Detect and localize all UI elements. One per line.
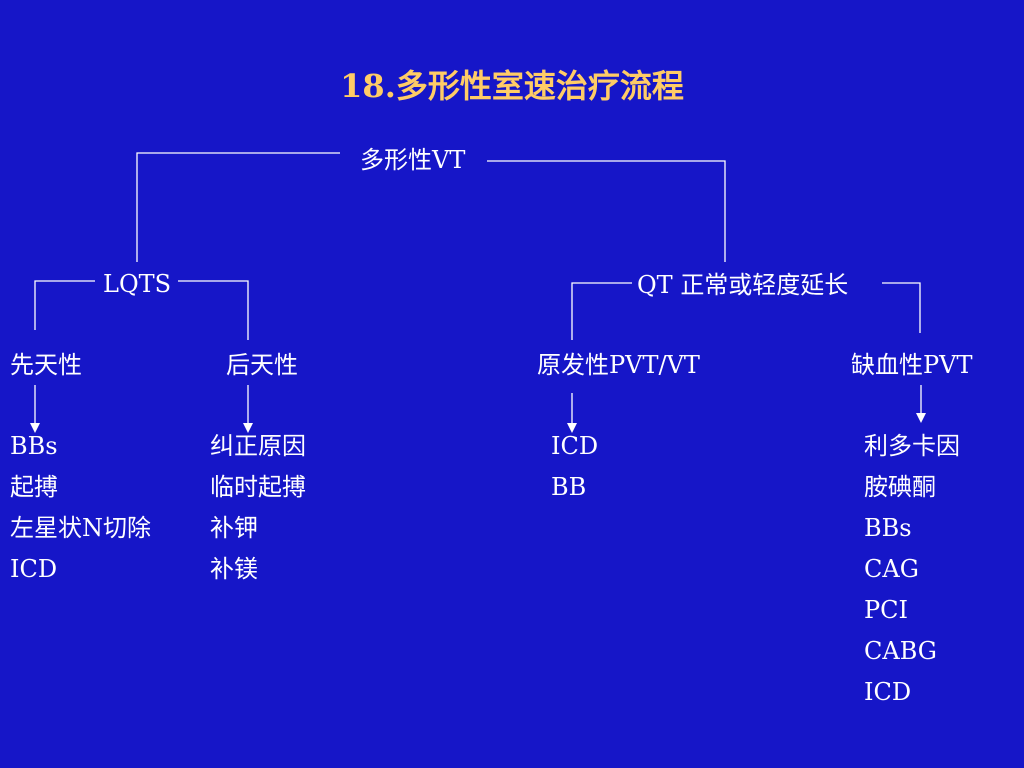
list-item: 补钾	[210, 514, 258, 542]
list-item: 纠正原因	[210, 432, 306, 460]
list-item: 起搏	[10, 473, 58, 501]
node-primary: 原发性PVT/VT	[537, 351, 700, 379]
list-item: 利多卡因	[864, 432, 960, 460]
node-lqts: LQTS	[103, 270, 172, 298]
treatments-congenital: BBs 起搏 左星状N切除 ICD	[10, 426, 151, 590]
node-ischemic: 缺血性PVT	[851, 351, 973, 379]
arrowhead-ischemic	[916, 413, 926, 423]
arrowhead-primary	[567, 423, 577, 433]
list-item: ICD	[551, 432, 599, 460]
list-item: PCI	[864, 596, 908, 624]
list-item: BBs	[10, 432, 58, 460]
treatments-acquired: 纠正原因 临时起搏 补钾 补镁	[210, 426, 306, 590]
connector-root-lqts	[136, 152, 340, 262]
list-item: BBs	[864, 514, 912, 542]
list-item: ICD	[864, 678, 912, 706]
list-item: 左星状N切除	[10, 514, 151, 542]
arrowhead-congenital	[30, 423, 40, 433]
list-item: 补镁	[210, 555, 258, 583]
node-qt-normal: QT 正常或轻度延长	[637, 271, 849, 299]
slide-title: 18.多形性室速治疗流程	[340, 67, 684, 105]
connector-lqts-acquired	[178, 280, 249, 340]
list-item: 临时起搏	[210, 473, 306, 501]
arrowhead-acquired	[243, 423, 253, 433]
list-item: BB	[551, 473, 587, 501]
list-item: CABG	[864, 637, 937, 665]
list-item: CAG	[864, 555, 919, 583]
node-acquired: 后天性	[226, 351, 298, 379]
connector-lqts-congenital	[34, 280, 95, 330]
connector-root-qt	[487, 160, 726, 262]
list-item: 胺碘酮	[864, 473, 936, 501]
list-item: ICD	[10, 555, 58, 583]
connector-qt-primary	[571, 282, 632, 340]
node-root: 多形性VT	[360, 146, 466, 174]
treatments-ischemic: 利多卡因 胺碘酮 BBs CAG PCI CABG ICD	[864, 426, 960, 713]
treatments-primary: ICD BB	[551, 426, 598, 508]
connector-qt-ischemic	[882, 282, 921, 333]
node-congenital: 先天性	[10, 351, 82, 379]
